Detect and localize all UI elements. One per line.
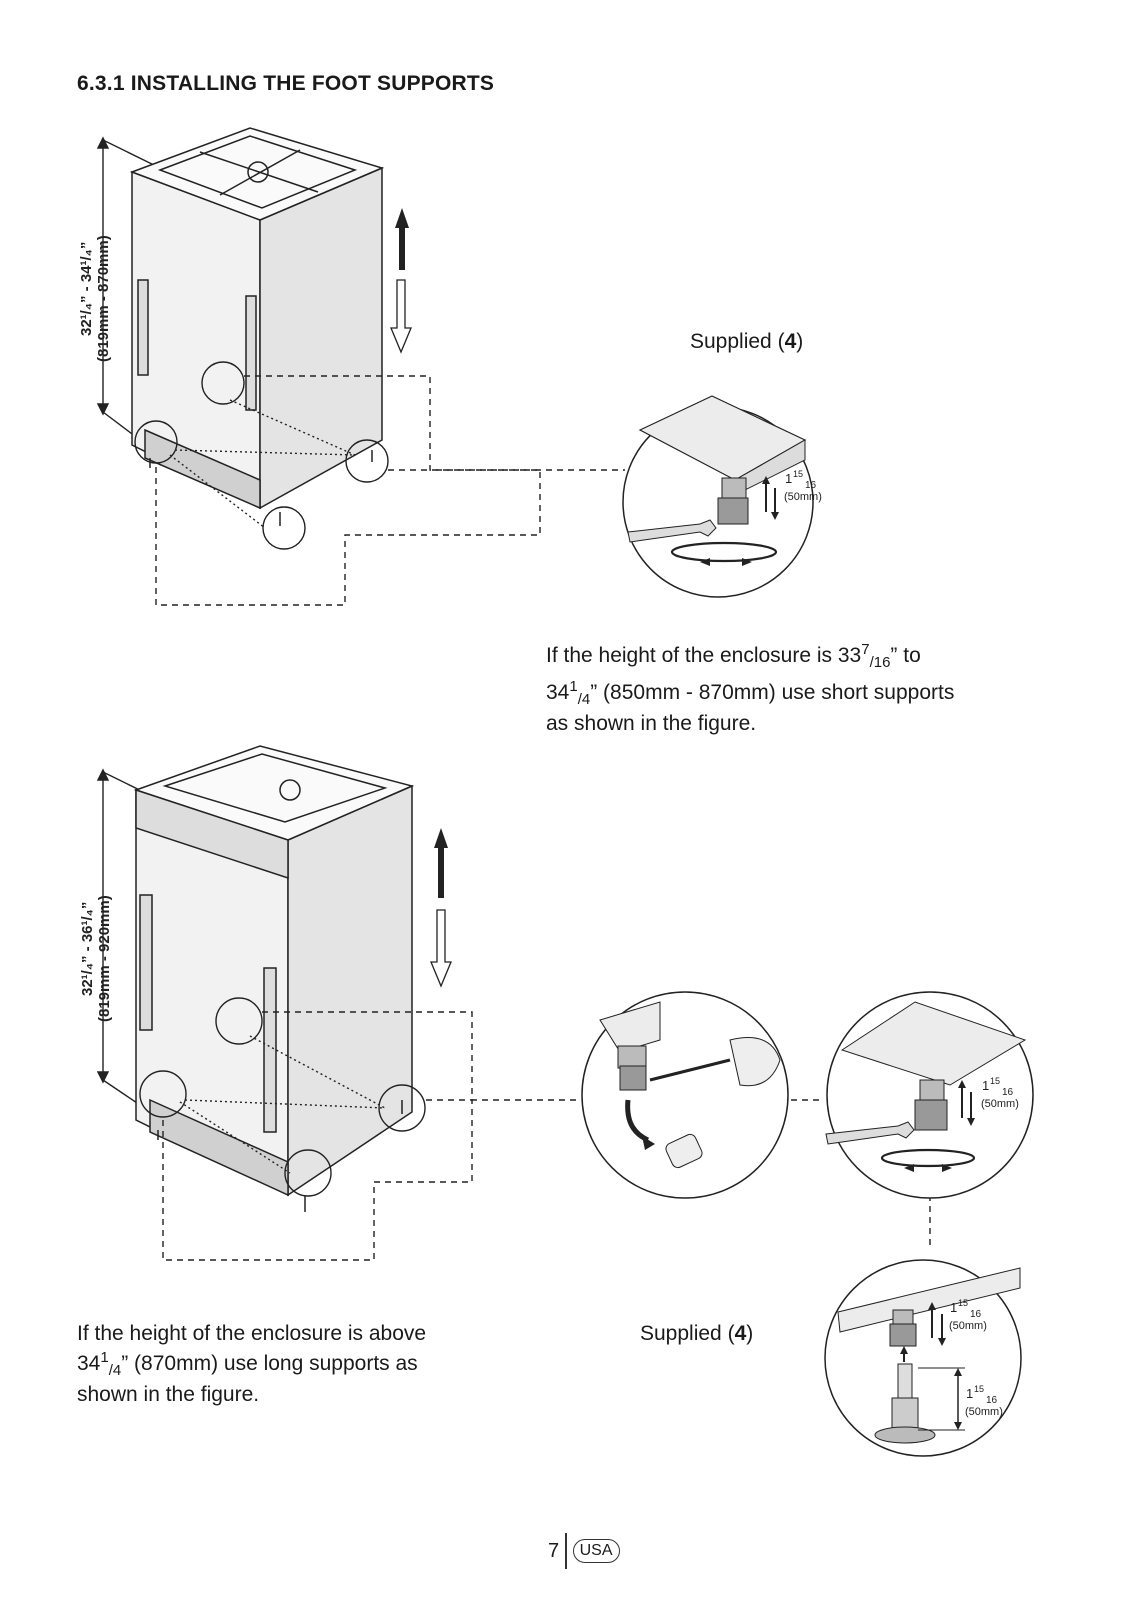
adjust-metric-3: (50mm) bbox=[949, 1320, 987, 1332]
height-range-inches-2: 32¹/₄” - 36¹/₄” bbox=[79, 902, 96, 996]
adjust-den-2: 16 bbox=[1002, 1087, 1014, 1098]
page-footer: 7 USA bbox=[548, 1533, 620, 1569]
long-support-detail: 1 15 16 (50mm) 1 15 16 (50mm) bbox=[824, 1259, 1022, 1457]
footer-divider bbox=[565, 1533, 567, 1569]
height-dimension-arrow bbox=[96, 136, 161, 441]
long-support-note: If the height of the enclosure is above … bbox=[77, 1322, 427, 1407]
height-range-metric-2: (819mm - 920mm) bbox=[96, 895, 113, 1022]
foot-callout-circles bbox=[134, 361, 389, 550]
adjust-den: 16 bbox=[805, 480, 817, 491]
adjust-whole-2: 1 bbox=[982, 1078, 989, 1093]
lower-arrow-icon-2 bbox=[430, 909, 452, 988]
supplied-label-bottom: Supplied (4) bbox=[640, 1322, 754, 1345]
adjust-num-4: 15 bbox=[974, 1384, 984, 1394]
raise-arrow-icon bbox=[395, 208, 409, 270]
page-number: 7 bbox=[548, 1539, 560, 1562]
adjust-metric-2: (50mm) bbox=[981, 1098, 1019, 1110]
adjust-whole-4: 1 bbox=[966, 1386, 973, 1401]
short-support-note: If the height of the enclosure is 337/16… bbox=[546, 641, 955, 736]
adjust-support-detail: 1 15 16 (50mm) bbox=[825, 991, 1034, 1199]
raise-arrow-icon-2 bbox=[434, 828, 448, 898]
height-range-inches: 32¹/₄” - 34¹/₄” bbox=[78, 242, 95, 336]
dishwasher-illustration-2 bbox=[133, 745, 415, 1212]
callout-leader-lines bbox=[155, 375, 625, 606]
region-badge: USA bbox=[572, 1539, 620, 1563]
adjust-metric: (50mm) bbox=[784, 491, 822, 503]
adjust-metric-4: (50mm) bbox=[965, 1406, 1003, 1418]
height-range-metric: (819mm - 870mm) bbox=[95, 235, 112, 362]
callout-leader-lines-2 bbox=[162, 1011, 931, 1261]
adjust-whole-3: 1 bbox=[950, 1300, 957, 1315]
adjust-den-3: 16 bbox=[970, 1309, 982, 1320]
top-installation-figure: 32¹/₄” - 34¹/₄” (819mm - 870mm) bbox=[78, 127, 822, 606]
short-support-detail: 1 15 16 (50mm) bbox=[622, 395, 822, 598]
adjust-num-3: 15 bbox=[958, 1298, 968, 1308]
adjust-whole: 1 bbox=[785, 471, 792, 486]
adjust-num-2: 15 bbox=[990, 1076, 1000, 1086]
dishwasher-illustration bbox=[129, 127, 385, 526]
remove-cap-detail bbox=[581, 991, 789, 1199]
adjust-den-4: 16 bbox=[986, 1395, 998, 1406]
supplied-label-top: Supplied (4) bbox=[690, 330, 804, 353]
adjust-num: 15 bbox=[793, 469, 803, 479]
section-heading: 6.3.1 INSTALLING THE FOOT SUPPORTS bbox=[77, 72, 495, 95]
bottom-installation-figure: 32¹/₄” - 36¹/₄” (819mm - 920mm) bbox=[79, 745, 1034, 1457]
foot-callout-circles-2 bbox=[139, 997, 426, 1197]
lower-arrow-icon bbox=[390, 279, 412, 354]
